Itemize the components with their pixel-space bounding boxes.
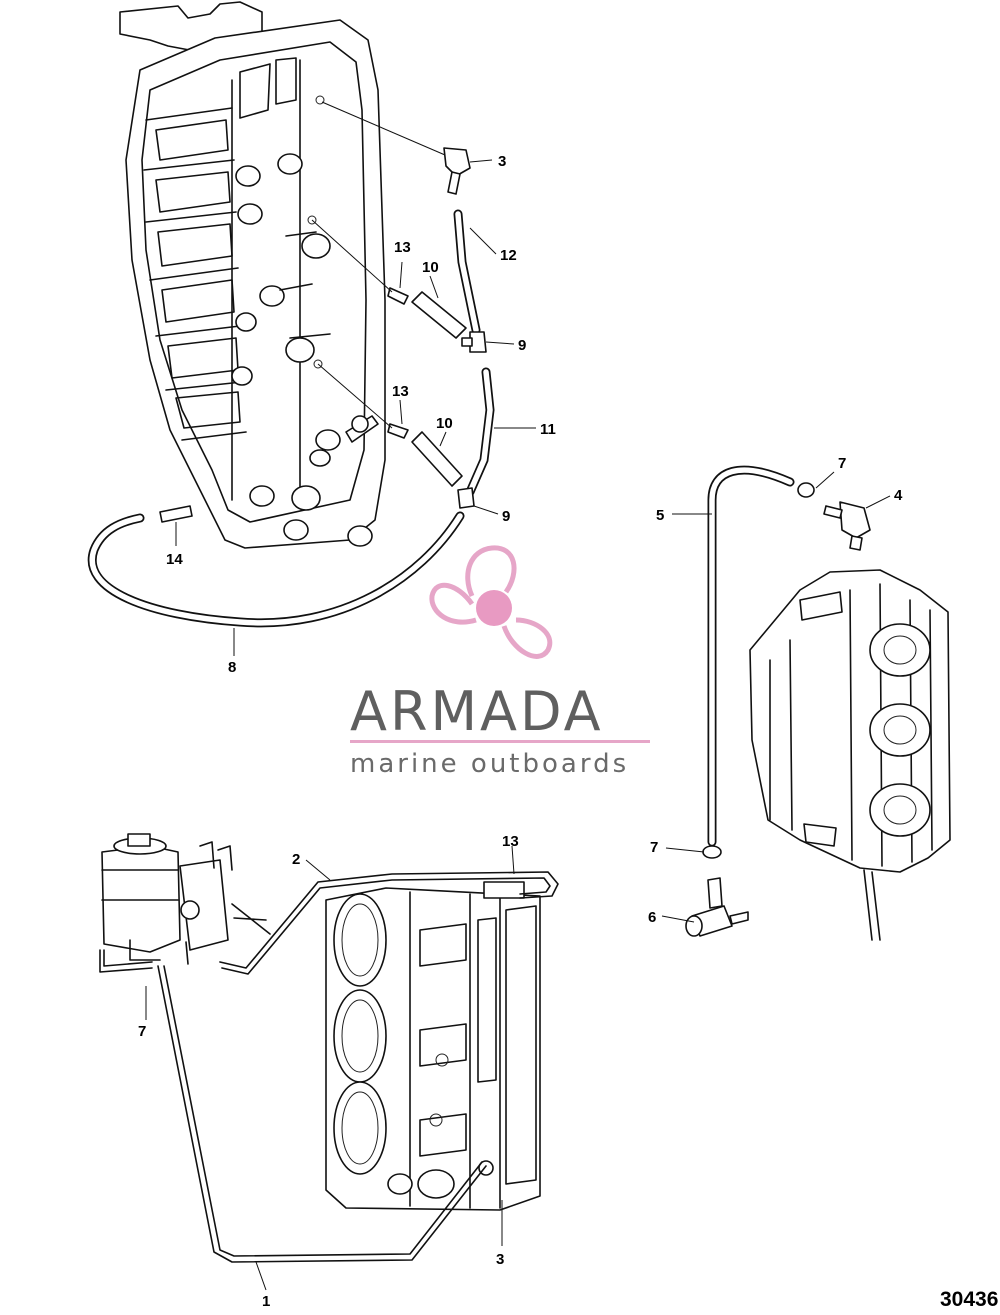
callout-13: 13 [394,239,411,256]
callout-10: 10 [422,259,439,276]
callout-2: 2 [292,851,300,868]
callout-4: 4 [894,487,903,504]
bottom-hoses [99,871,559,1263]
crankcase-cover-drawing [119,1,386,549]
propeller-logo-icon [429,545,553,659]
callout-9: 9 [502,508,510,525]
oil-pump-drawing [101,833,271,965]
bosses [231,153,373,547]
callout-1: 1 [262,1293,270,1310]
top-hoses-fittings [87,101,495,628]
callout-11: 11 [540,421,556,438]
callout-3: 3 [496,1251,504,1268]
callout-3: 3 [498,153,506,170]
right-hoses-fittings [685,465,871,937]
callout-7: 7 [838,455,846,472]
diagram-number: 30436 [940,1288,998,1311]
engine-block-right-drawing [749,569,951,941]
cylinder-block-drawing [325,881,541,1211]
watermark-tagline: marine outboards [350,749,629,779]
callout-5: 5 [656,507,664,524]
callout-13: 13 [502,833,519,850]
callout-7: 7 [138,1023,146,1040]
callout-12: 12 [500,247,517,264]
callout-6: 6 [648,909,656,926]
callout-14: 14 [166,551,183,568]
callout-9: 9 [518,337,526,354]
watermark-brand: ARMADA [350,680,604,743]
callout-leaders [145,159,891,1291]
callout-8: 8 [228,659,236,676]
callout-10: 10 [436,415,453,432]
callout-labels: 3 12 13 10 9 13 10 11 9 14 8 7 4 5 2 13 … [138,153,903,1310]
callout-7: 7 [650,839,658,856]
armada-logo-watermark: ARMADA marine outboards [350,545,650,779]
callout-13: 13 [392,383,409,400]
